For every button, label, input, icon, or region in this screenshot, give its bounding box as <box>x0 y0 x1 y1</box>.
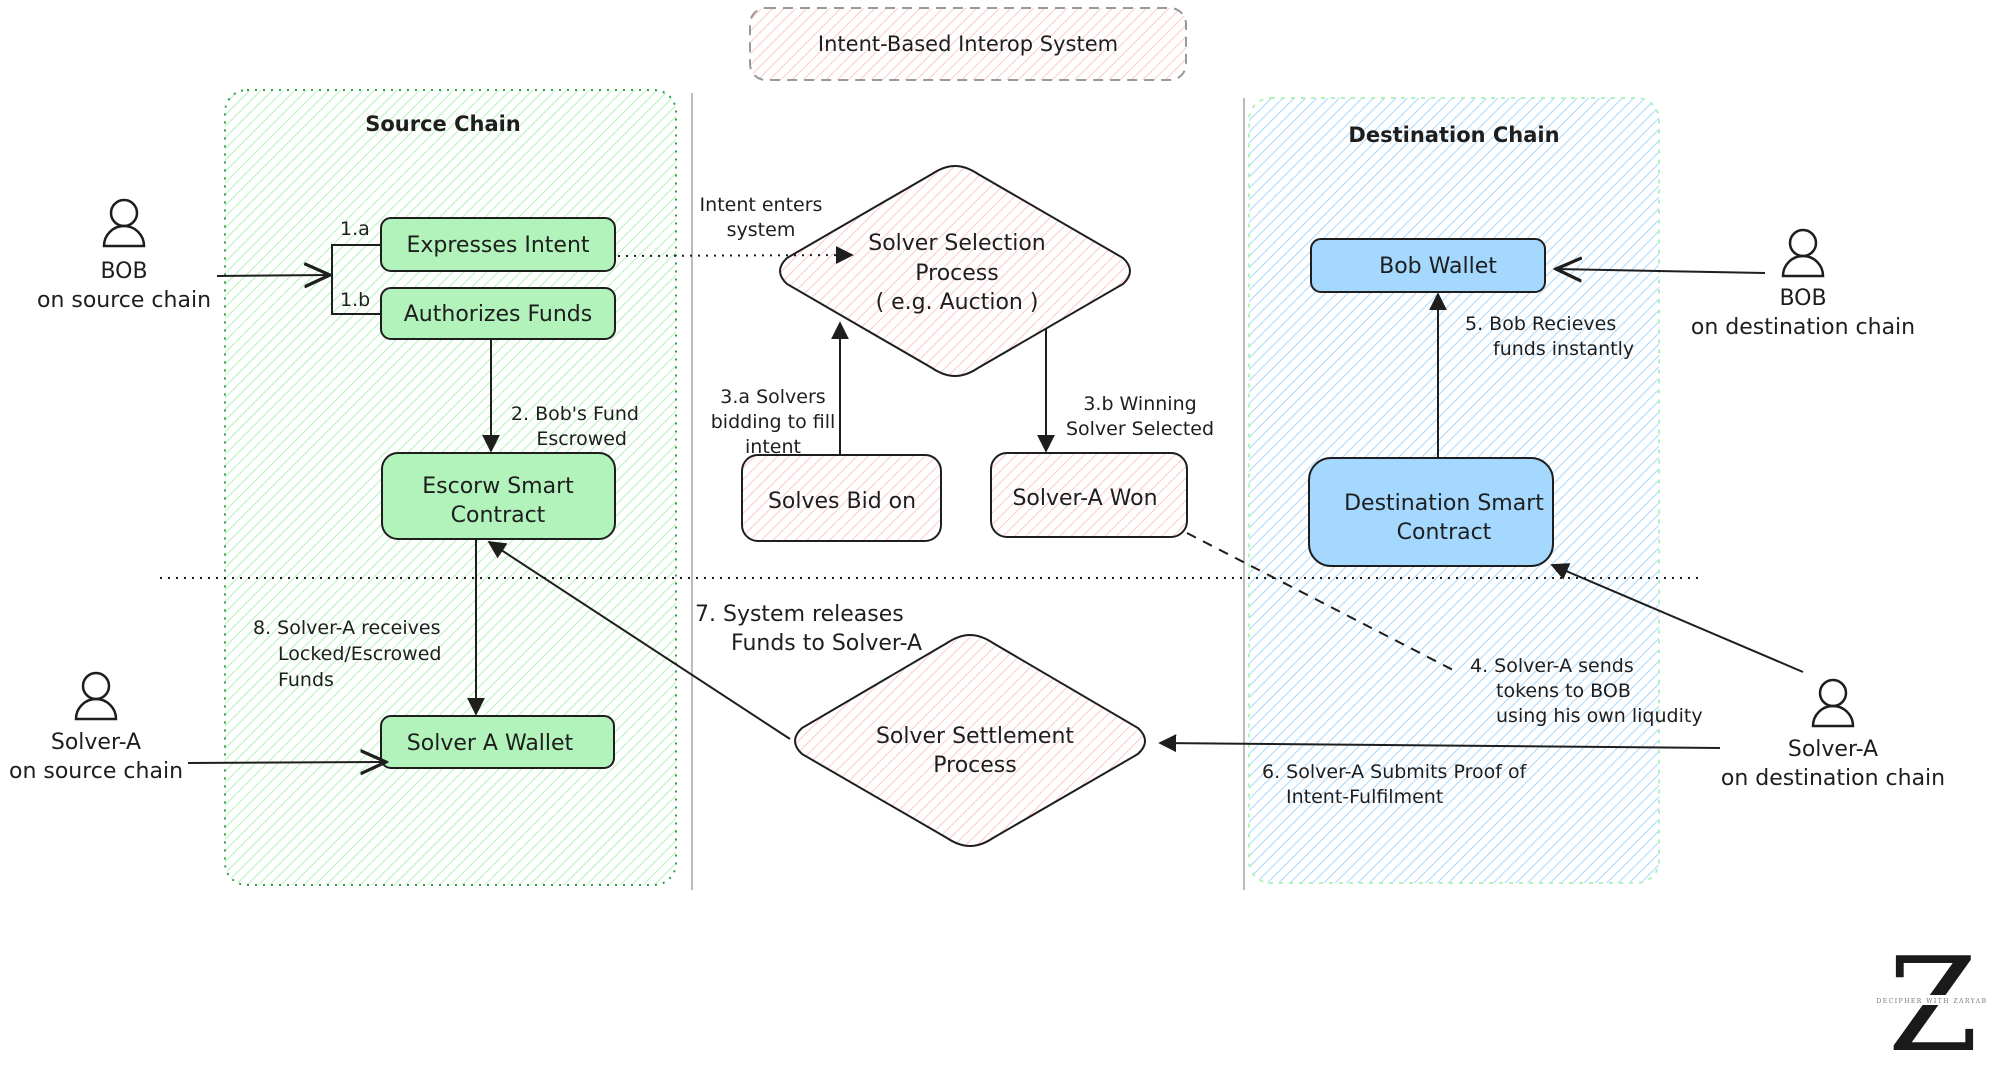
label-step-8-line1: 8. Solver-A receives <box>253 617 440 639</box>
node-label-line1: Escorw Smart <box>422 474 574 499</box>
edge-step-7 <box>487 541 791 740</box>
actor-name: Solver-A <box>1788 737 1878 762</box>
edges <box>187 244 1804 763</box>
label-step-6-line2: Intent-Fulfilment <box>1286 786 1443 808</box>
destination-chain-title: Destination Chain <box>1348 123 1559 147</box>
label-step-4-line2: tokens to BOB <box>1496 680 1631 702</box>
actor-subtitle: on destination chain <box>1691 315 1915 340</box>
node-authorizes-funds[interactable]: Authorizes Funds <box>380 287 616 340</box>
label-step-4-line3: using his own liqudity <box>1496 705 1703 727</box>
node-solves-bid-on[interactable]: Solves Bid on <box>741 454 942 542</box>
person-icon <box>1781 228 1825 278</box>
edge-bob-to-intent <box>216 275 330 276</box>
node-solver-selection-process[interactable]: Solver Selection Process ( e.g. Auction … <box>779 164 1131 378</box>
label-step-7-line2: Funds to Solver-A <box>731 631 922 656</box>
actor-name: BOB <box>1779 286 1826 311</box>
node-label: Solves Bid on <box>768 489 916 514</box>
node-label: Authorizes Funds <box>404 302 592 327</box>
actor-name: BOB <box>100 259 147 284</box>
label-intent-enters-line1: Intent enters <box>700 194 823 216</box>
person-icon <box>102 198 146 248</box>
node-label-line3: ( e.g. Auction ) <box>876 290 1039 315</box>
actor-solver-destination: Solver-A on destination chain <box>1721 678 1945 791</box>
node-label-line2: Process <box>915 261 998 286</box>
edge-solver-dest-to-contract <box>1550 563 1804 673</box>
node-solver-a-wallet[interactable]: Solver A Wallet <box>380 715 615 769</box>
label-step-4-line1: 4. Solver-A sends <box>1470 655 1634 677</box>
label-step-2-line2: Escrowed <box>536 428 627 450</box>
edge-solver-to-wallet <box>187 762 386 763</box>
label-step-3a-line3: intent <box>745 436 801 458</box>
label-step-8-line2: Locked/Escrowed <box>278 643 441 665</box>
label-intent-enters-line2: system <box>727 219 796 241</box>
label-step-3a-line1: 3.a Solvers <box>720 386 825 408</box>
node-escrow-smart-contract[interactable]: Escorw Smart Contract <box>381 452 616 540</box>
label-step-3a-line2: bidding to fill <box>711 411 836 433</box>
person-icon <box>74 671 118 721</box>
label-step-5-line2: funds instantly <box>1493 338 1634 360</box>
source-chain-title: Source Chain <box>365 112 521 136</box>
node-label-line2: Contract <box>451 503 546 528</box>
label-step-1a: 1.a <box>340 218 370 240</box>
person-icon <box>1811 678 1855 728</box>
edge-step-4 <box>1186 532 1456 672</box>
logo-tagline: DECIPHER WITH ZARYAB <box>1877 998 1988 1005</box>
label-step-6-line1: 6. Solver-A Submits Proof of <box>1262 761 1528 783</box>
label-step-3b-line1: 3.b Winning <box>1083 393 1196 415</box>
edge-labels: 1.a 1.b Intent enters system 2. Bob's Fu… <box>253 194 1703 808</box>
node-solver-settlement-process[interactable]: Solver Settlement Process <box>794 633 1146 848</box>
edge-bob-dest-to-wallet <box>1556 269 1766 273</box>
node-label-line1: Solver Selection <box>868 231 1046 256</box>
label-step-8-line3: Funds <box>278 669 334 691</box>
actor-bob-source: BOB on source chain <box>37 198 211 313</box>
label-step-3b-line2: Solver Selected <box>1066 418 1214 440</box>
actor-subtitle: on source chain <box>37 288 211 313</box>
node-label-line2: Process <box>933 753 1016 778</box>
label-step-2-line1: 2. Bob's Fund <box>511 403 639 425</box>
actor-solver-source: Solver-A on source chain <box>9 671 183 784</box>
actor-subtitle: on source chain <box>9 759 183 784</box>
actor-bob-destination: BOB on destination chain <box>1691 228 1915 340</box>
edge-step-6 <box>1158 734 1721 753</box>
label-step-7-line1: 7. System releases <box>695 602 904 627</box>
node-destination-smart-contract[interactable]: Destination Smart Contract <box>1308 457 1554 567</box>
actor-name: Solver-A <box>51 730 141 755</box>
label-step-1b: 1.b <box>340 289 370 311</box>
node-label: Solver-A Won <box>1012 486 1157 511</box>
diagram-title: Intent-Based Interop System <box>818 32 1118 56</box>
title-box: Intent-Based Interop System <box>749 7 1187 81</box>
edge-bracket-1a-1b <box>331 244 381 315</box>
node-label-line1: Destination Smart <box>1344 491 1544 516</box>
node-label: Expresses Intent <box>406 233 589 258</box>
node-label-line2: Contract <box>1397 520 1492 545</box>
node-label-line1: Solver Settlement <box>876 724 1074 749</box>
node-bob-wallet[interactable]: Bob Wallet <box>1310 238 1546 293</box>
node-expresses-intent[interactable]: Expresses Intent <box>380 217 616 272</box>
node-label: Bob Wallet <box>1379 254 1497 279</box>
label-step-5-line1: 5. Bob Recieves <box>1465 313 1616 335</box>
brand-logo: Z DECIPHER WITH ZARYAB <box>1868 929 1996 1081</box>
node-solver-a-won[interactable]: Solver-A Won <box>990 452 1188 538</box>
node-label: Solver A Wallet <box>407 731 574 756</box>
actor-subtitle: on destination chain <box>1721 766 1945 791</box>
